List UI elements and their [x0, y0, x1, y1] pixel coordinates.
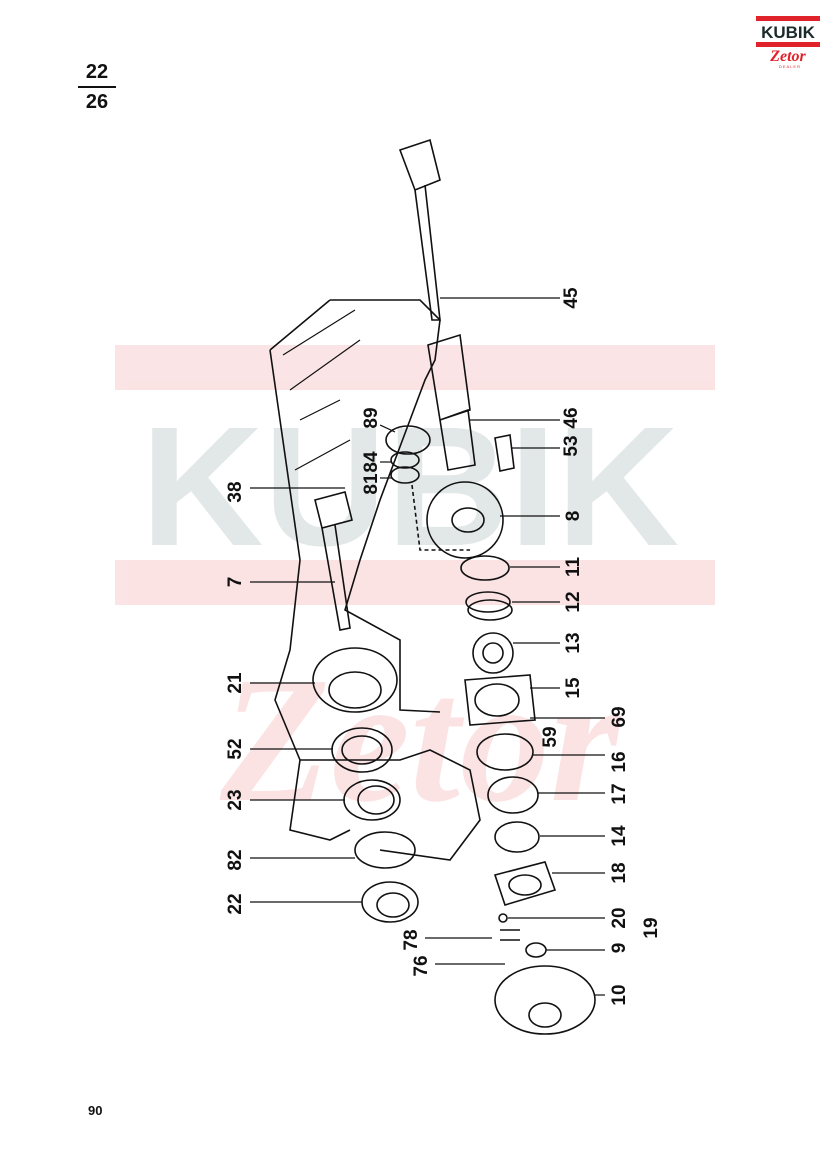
callout-45: 45: [561, 287, 582, 309]
callout-52: 52: [225, 738, 246, 760]
callout-59: 59: [540, 726, 561, 748]
figure-number-bottom: 26: [85, 91, 109, 113]
svg-text:KUBIK: KUBIK: [761, 23, 816, 42]
watermark: KUBIK Zetor: [115, 345, 715, 839]
callout-16: 16: [609, 751, 630, 773]
callout-76: 76: [411, 955, 432, 977]
callout-23: 23: [225, 789, 246, 811]
callout-82: 82: [225, 849, 246, 871]
callout-22: 22: [225, 893, 246, 915]
callout-84: 84: [361, 451, 382, 473]
callout-7: 7: [225, 576, 246, 588]
callout-46: 46: [561, 407, 582, 429]
callout-14: 14: [609, 825, 630, 847]
callout-69: 69: [609, 706, 630, 728]
svg-text:Zetor: Zetor: [219, 640, 622, 839]
callout-18: 18: [609, 862, 630, 884]
svg-text:Zetor: Zetor: [769, 48, 806, 65]
callout-81: 81: [361, 473, 382, 495]
callout-38: 38: [225, 481, 246, 503]
callout-19: 19: [641, 917, 662, 939]
callout-53: 53: [561, 435, 582, 457]
callout-13: 13: [563, 632, 584, 654]
callout-17: 17: [609, 783, 630, 805]
callout-12: 12: [563, 591, 584, 613]
fraction-bar: [78, 86, 116, 88]
callout-8: 8: [563, 510, 584, 522]
callout-11: 11: [563, 556, 584, 578]
kubik-zetor-logo: KUBIK Zetor DEALER: [756, 16, 820, 69]
callout-15: 15: [563, 677, 584, 699]
callout-10: 10: [609, 984, 630, 1006]
figure-number-top: 22: [85, 61, 109, 83]
callout-21: 21: [225, 672, 246, 694]
callout-89: 89: [361, 407, 382, 429]
callout-20: 20: [609, 907, 630, 929]
leader-lines: [250, 297, 605, 996]
callout-78: 78: [401, 929, 422, 951]
figure-number: 22 26: [78, 60, 116, 114]
page-number: 90: [88, 1103, 103, 1118]
svg-text:KUBIK: KUBIK: [141, 392, 679, 582]
svg-text:DEALER: DEALER: [779, 64, 801, 69]
callout-9: 9: [609, 942, 630, 954]
